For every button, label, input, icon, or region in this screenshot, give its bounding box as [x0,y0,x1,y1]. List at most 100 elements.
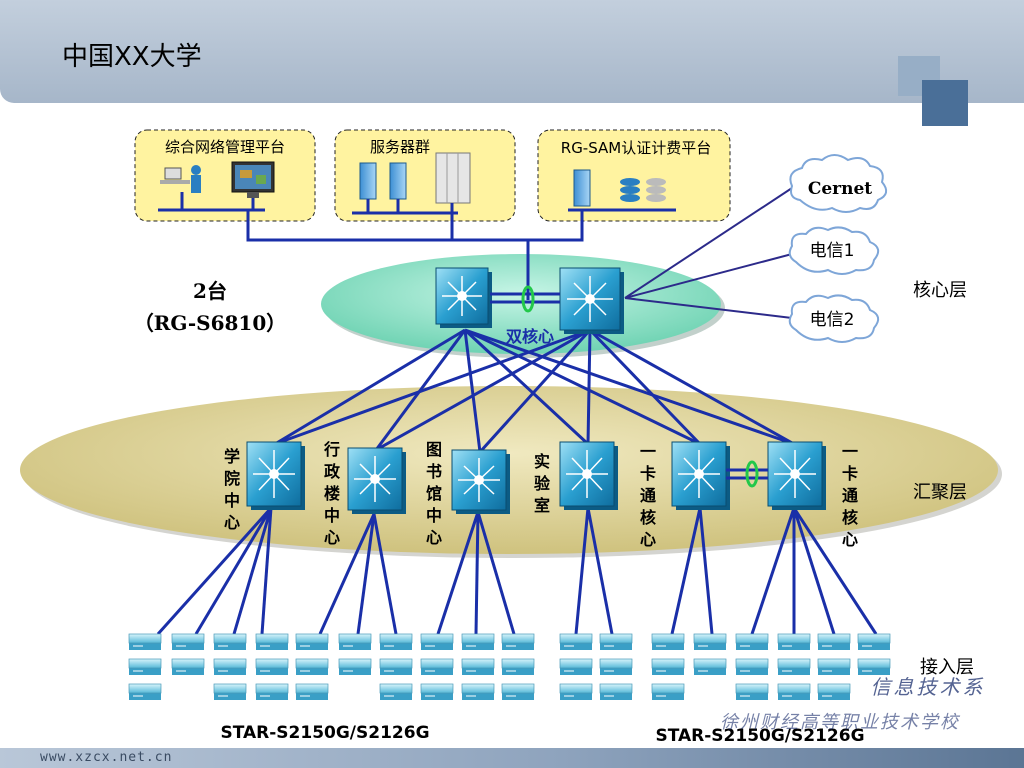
access-switch [420,658,454,675]
core-label: 双核心 [506,327,554,346]
core-aggregation-links [274,328,795,454]
access-switch [255,658,289,675]
access-switch [295,683,329,700]
auth-server-icon [573,169,666,207]
core-switch-2 [559,267,624,334]
access-switch [501,683,535,700]
access-switch [735,633,769,650]
page-title: 中国XX大学 [62,42,202,72]
access-switch [379,633,413,650]
agg-switch-admin [347,447,406,514]
watermark-school: 徐州财经高等职业技术学校 [720,712,961,733]
access-switch [501,633,535,650]
aggregation-label: 一卡通核心 [640,442,656,549]
footer-bar: www.xzcx.net.cn [0,748,1024,768]
access-switch [777,658,811,675]
layer-label-core: 核心层 [913,280,967,301]
layer-label-access: 接入层 [920,657,974,678]
cloud-icon [789,154,888,213]
access-switch [651,633,685,650]
access-switch [420,683,454,700]
access-switch [171,658,205,675]
cloud-label-cernet: Cernet [808,179,872,199]
core-switch-1 [435,267,492,328]
stack-link-core [521,285,535,313]
agg-switch-lab [559,441,618,510]
access-switch [295,633,329,650]
mgmt-panel [134,129,316,222]
access-switch [651,683,685,700]
aggregation-access-links [156,506,878,636]
agg-switch-college [246,441,305,510]
cloud-label-telecom2: 电信2 [810,310,855,330]
aggregation-label: 实验室 [534,452,551,515]
servers-label: 服务器群 [370,138,430,156]
access-switch [461,683,495,700]
cloud-label-telecom1: 电信1 [810,241,855,261]
access-switch [857,633,891,650]
access-switch [379,683,413,700]
access-model-left: STAR-S2150G/S2126G [220,723,429,743]
access-switches [128,633,891,700]
title-banner: 中国XX大学 [0,0,1024,126]
agg-switch-card-2 [767,441,826,510]
aggregation-label: 学院中心 [224,447,240,532]
access-switch [693,658,727,675]
decor-square-dark [922,80,968,126]
agg-switch-card-1 [671,441,730,510]
access-switch [461,633,495,650]
access-switch [338,658,372,675]
access-switch [295,658,329,675]
access-switch [171,633,205,650]
access-switch [379,658,413,675]
footer-url: www.xzcx.net.cn [40,750,173,765]
access-switch [501,658,535,675]
access-switch [128,633,162,650]
core-model: （RG-S6810） [134,311,286,335]
access-switch [735,683,769,700]
access-switch [559,683,593,700]
aggregation-label: 图书馆中心 [426,440,442,547]
access-switch [817,658,851,675]
access-switch [693,633,727,650]
access-switch [255,683,289,700]
access-switch [461,658,495,675]
access-model-right: STAR-S2150G/S2126G [655,726,864,746]
access-switch [338,633,372,650]
access-switch [213,683,247,700]
access-switch [559,658,593,675]
access-switch [599,633,633,650]
aggregation-labels: 学院中心 行政楼中心 图书馆中心 实验室 一卡通核心 一卡通核心 [224,440,858,549]
access-switch [777,633,811,650]
access-switch [559,633,593,650]
access-switch [128,658,162,675]
agg-switch-library [451,449,510,514]
access-switch [817,683,851,700]
access-switch [735,658,769,675]
core-count: 2台 [193,279,227,303]
access-switch [420,633,454,650]
stack-link-card [745,460,759,488]
access-switch [128,683,162,700]
access-switch [651,658,685,675]
access-switch [599,658,633,675]
mgmt-label: 综合网络管理平台 [165,138,285,156]
access-switch [213,658,247,675]
monitor-icon [231,161,275,198]
access-switch [857,658,891,675]
access-switch [817,633,851,650]
access-switch [777,683,811,700]
aggregation-label: 一卡通核心 [842,442,858,549]
aggregation-label: 行政楼中心 [323,440,341,547]
layer-label-aggregation: 汇聚层 [913,482,967,503]
workstation-icon [160,165,201,193]
access-switch [255,633,289,650]
server-icon [359,152,471,204]
access-switch [599,683,633,700]
watermark-dept: 信息技术系 [871,675,986,699]
access-switch [213,633,247,650]
cloud-icon [788,294,880,343]
cloud-icon [788,226,880,275]
auth-label: RG-SAM认证计费平台 [561,139,711,157]
